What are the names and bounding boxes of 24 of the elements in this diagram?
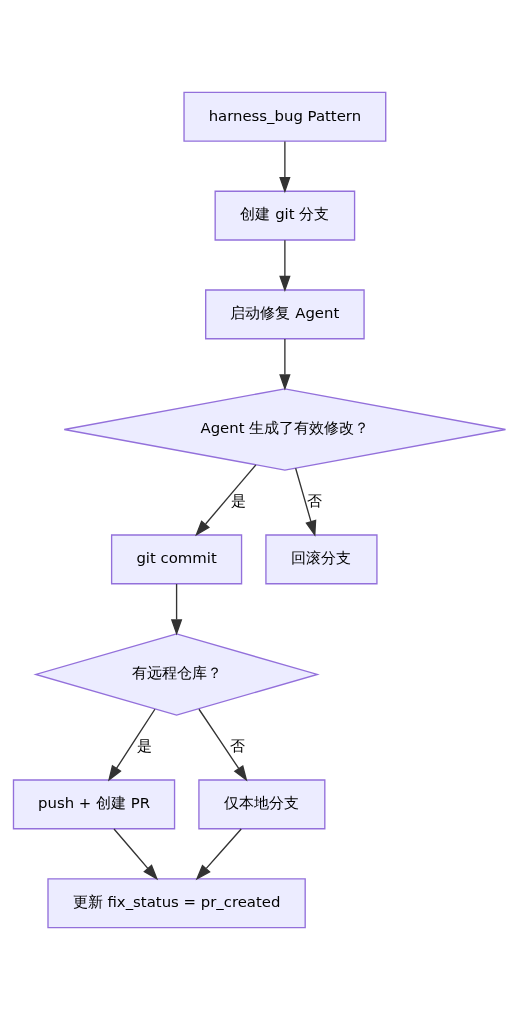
edge-label: 是: [231, 491, 247, 510]
node-box: 创建 git 分支: [214, 190, 356, 241]
arrow: [198, 708, 248, 782]
arrow: [279, 140, 291, 193]
arrow: [195, 827, 242, 880]
node-box: 更新 fix_status = pr_created: [47, 877, 306, 928]
arrow: [107, 708, 156, 782]
node-diamond: 有远程仓库？: [33, 632, 320, 716]
arrow: [113, 827, 159, 880]
edge-label: 是: [136, 736, 152, 755]
arrow: [279, 337, 291, 391]
node-box: git commit: [110, 533, 243, 584]
edge-label: 否: [307, 491, 323, 510]
node-box: push + 创建 PR: [12, 778, 176, 829]
arrow: [279, 239, 291, 292]
arrow: [170, 582, 183, 636]
node-box: 回滚分支: [265, 533, 378, 584]
node-box: 启动修复 Agent: [205, 288, 365, 339]
node-box: harness_bug Pattern: [183, 91, 387, 142]
node-diamond: Agent 生成了有效修改？: [63, 387, 507, 471]
node-box: 仅本地分支: [198, 778, 326, 829]
arrow: [294, 467, 317, 537]
arrow: [195, 463, 257, 536]
edge-label: 否: [230, 736, 245, 755]
